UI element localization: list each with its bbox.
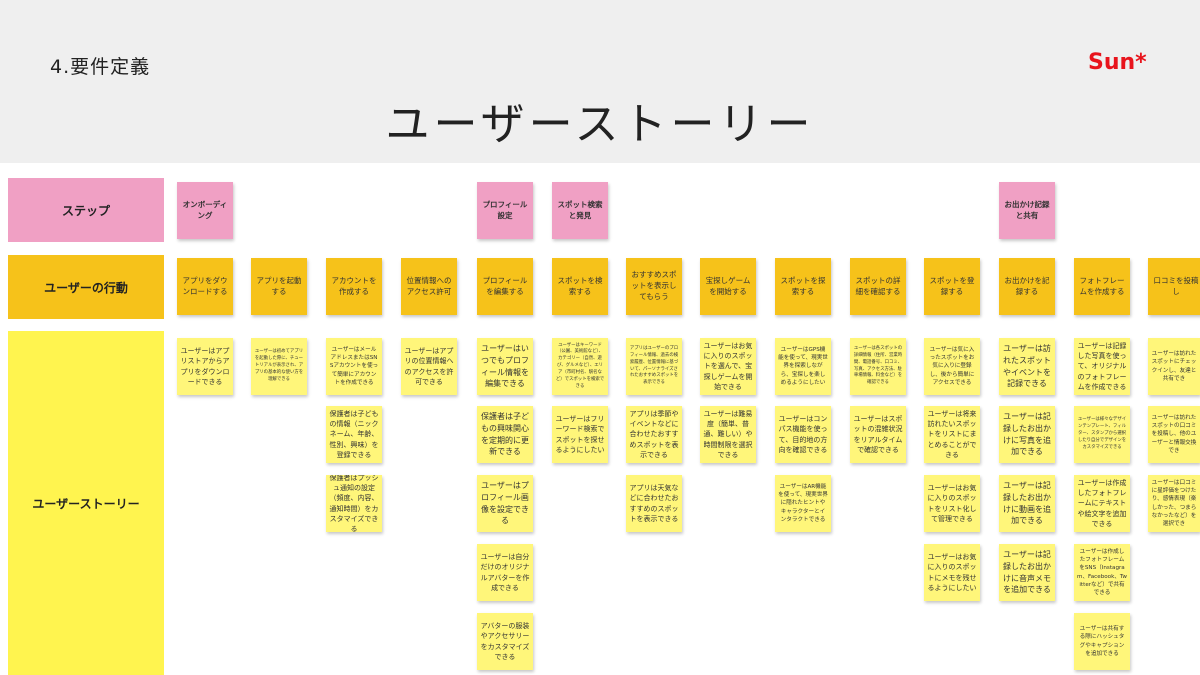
story-note: ユーザーは記録したお出かけに写真を追加できる xyxy=(999,406,1055,463)
story-note: ユーザーはプロフィール画像を設定できる xyxy=(477,475,533,532)
story-note: ユーザーは難易度（簡単、普通、難しい）や時間制限を選択できる xyxy=(700,406,756,463)
row-label-step: ステップ xyxy=(8,178,164,242)
story-note: ユーザーは様々なデザインテンプレート、フィルター、スタンプから選択したり自分でデ… xyxy=(1074,406,1130,463)
story-note: ユーザーは将来訪れたいスポットをリストにまとめることができる xyxy=(924,406,980,463)
step-note-search: スポット検索と発見 xyxy=(552,182,608,239)
action-note: 口コミを投稿し xyxy=(1148,258,1200,315)
story-note: ユーザーは自分だけのオリジナルアバターを作成できる xyxy=(477,544,533,601)
story-note: ユーザーはお気に入りのスポットにメモを残せるようにしたい xyxy=(924,544,980,601)
story-note: ユーザーは各スポットの詳細情報（住所、営業時間、電話番号、口コミ、写真、アクセス… xyxy=(850,338,906,395)
action-note: おすすめスポットを表示してもらう xyxy=(626,258,682,315)
story-note: ユーザーは初めてアプリを起動した際に、チュートリアルが表示され、アプリの基本的な… xyxy=(251,338,307,395)
action-note: アプリをダウンロードする xyxy=(177,258,233,315)
story-note: ユーザーはGPS機能を使って、現実世界を探索しながら、宝探しを楽しめるようにした… xyxy=(775,338,831,395)
action-note: プロフィールを編集する xyxy=(477,258,533,315)
step-note-profile: プロフィール設定 xyxy=(477,182,533,239)
story-note: 保護者はプッシュ通知の設定（頻度、内容、通知時間）をカスタマイズできる xyxy=(326,475,382,532)
step-note-onboarding: オンボーディング xyxy=(177,182,233,239)
step-note-record: お出かけ記録と共有 xyxy=(999,182,1055,239)
story-note: アプリは季節やイベントなどに合わせたおすすめスポットを表示できる xyxy=(626,406,682,463)
story-note: ユーザーは記録したお出かけに動画を追加できる xyxy=(999,475,1055,532)
story-note: ユーザーはフリーワード検索でスポットを探せるようにしたい xyxy=(552,406,608,463)
story-note: ユーザーは作成したフォトフレームにテキストや絵文字を追加できる xyxy=(1074,475,1130,532)
story-note: ユーザーはアプリストアからアプリをダウンロードできる xyxy=(177,338,233,395)
row-label-action: ユーザーの行動 xyxy=(8,255,164,319)
story-note: ユーザーは記録した写真を使って、オリジナルのフォトフレームを作成できる xyxy=(1074,338,1130,395)
action-note: アプリを起動する xyxy=(251,258,307,315)
story-note: ユーザーは共有する際にハッシュタグやキャプションを追加できる xyxy=(1074,613,1130,670)
story-note: ユーザーはお気に入りのスポットをリスト化して管理できる xyxy=(924,475,980,532)
story-note: ユーザーはコンパス機能を使って、目的地の方向を確認できる xyxy=(775,406,831,463)
action-note: スポットを登録する xyxy=(924,258,980,315)
page-title: ユーザーストーリー xyxy=(385,99,815,150)
action-note: 宝探しゲームを開始する xyxy=(700,258,756,315)
action-note: 位置情報へのアクセス許可 xyxy=(401,258,457,315)
row-label-story: ユーザーストーリー xyxy=(8,331,164,675)
story-note: ユーザーは気に入ったスポットをお気に入りに登録し、後から簡単にアクセスできる xyxy=(924,338,980,395)
story-note: ユーザーは訪れたスポットの口コミを投稿し、他のユーザーと情報交換でき xyxy=(1148,406,1200,463)
action-note: フォトフレームを作成する xyxy=(1074,258,1130,315)
story-note: ユーザーはお気に入りのスポットを選んで、宝探しゲームを開始できる xyxy=(700,338,756,395)
action-note: スポットを検索する xyxy=(552,258,608,315)
action-note: アカウントを作成する xyxy=(326,258,382,315)
action-note: スポットの詳細を確認する xyxy=(850,258,906,315)
header: 4.要件定義 Sun* ユーザーストーリー xyxy=(0,0,1200,163)
section-label: 4.要件定義 xyxy=(50,56,151,78)
story-note: ユーザーはアプリの位置情報へのアクセスを許可できる xyxy=(401,338,457,395)
action-note: スポットを探索する xyxy=(775,258,831,315)
story-note: ユーザーはメールアドレスまたはSNSアカウントを使って簡単にアカウントを作成でき… xyxy=(326,338,382,395)
story-note: ユーザーはいつでもプロフィール情報を編集できる xyxy=(477,338,533,395)
story-note: アプリはユーザーのプロフィール情報、過去の検索履歴、位置情報に基づいて、パーソナ… xyxy=(626,338,682,395)
story-note: ユーザーはキーワード（公園、美術館など）、カテゴリー（自然、遊び、グルメなど）、… xyxy=(552,338,608,395)
story-note: ユーザーはAR機能を使って、現実世界に隠れたヒントやキャラクターとインタラクトで… xyxy=(775,475,831,532)
story-note: アバターの服装やアクセサリーをカスタマイズできる xyxy=(477,613,533,670)
story-note: ユーザーは訪れたスポットにチェックインし、友達と共有でき xyxy=(1148,338,1200,395)
story-note: ユーザーは記録したお出かけに音声メモを追加できる xyxy=(999,544,1055,601)
story-note: アプリは天気などに合わせたおすすめのスポットを表示できる xyxy=(626,475,682,532)
story-note: ユーザーは訪れたスポットやイベントを記録できる xyxy=(999,338,1055,395)
story-note: ユーザーは口コミに星評価をつけたり、感情表現（楽しかった、つまらなかったなど）を… xyxy=(1148,475,1200,532)
action-note: お出かけを記録する xyxy=(999,258,1055,315)
sun-logo: Sun* xyxy=(1088,50,1147,75)
story-note: 保護者は子どもの情報（ニックネーム、年齢、性別、興味）を登録できる xyxy=(326,406,382,463)
story-note: 保護者は子どもの興味関心を定期的に更新できる xyxy=(477,406,533,463)
story-note: ユーザーはスポットの混雑状況をリアルタイムで確認できる xyxy=(850,406,906,463)
story-note: ユーザーは作成したフォトフレームをSNS（Instagram、Facebook、… xyxy=(1074,544,1130,601)
